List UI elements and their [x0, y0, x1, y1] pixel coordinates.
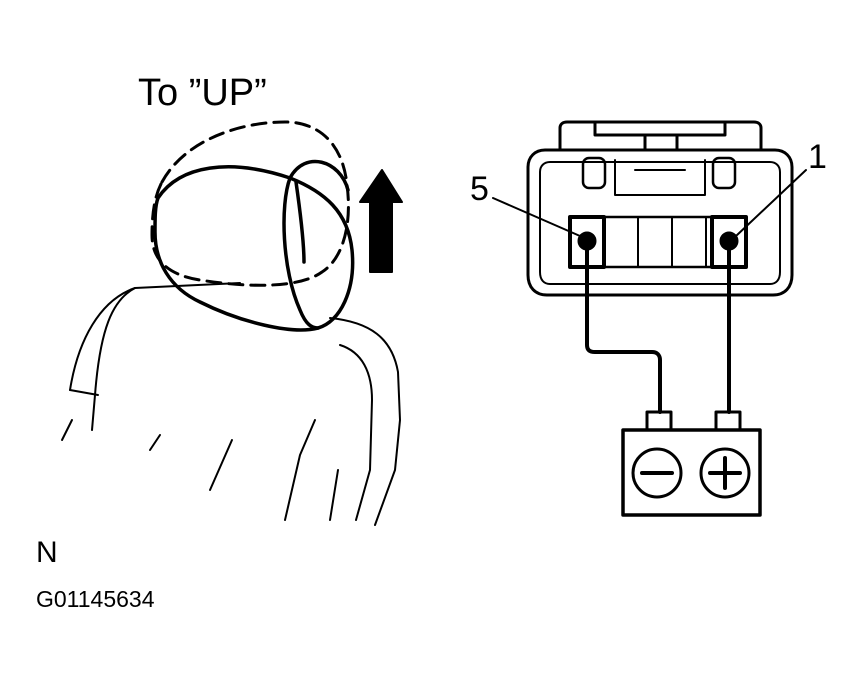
up-arrow-icon	[359, 169, 403, 273]
seat-back	[61, 282, 401, 526]
connector-lock-tab	[558, 120, 763, 152]
connector-body	[526, 148, 794, 297]
connector	[526, 120, 794, 297]
terminal-5-label: 5	[470, 170, 489, 208]
test-leads	[585, 247, 731, 414]
instruction-label: To ”UP”	[138, 72, 267, 114]
leader-line-1	[735, 169, 807, 237]
terminal-1-label: 1	[808, 138, 827, 176]
terminal-1-probe	[719, 231, 739, 251]
lead-negative	[585, 247, 662, 414]
leader-line-5	[492, 197, 581, 237]
battery-terminal-positive	[714, 410, 742, 432]
terminal-5-probe	[577, 231, 597, 251]
figure-code-label: G01145634	[36, 586, 155, 612]
headrest-raised-outline	[150, 120, 350, 287]
battery	[621, 410, 762, 517]
headrest	[153, 159, 355, 332]
minus-icon	[631, 447, 683, 499]
battery-terminal-negative	[645, 410, 673, 432]
battery-body	[621, 428, 762, 517]
plus-icon	[699, 447, 751, 499]
terminal-leader-lines	[492, 169, 807, 237]
corner-mark-label: N	[36, 536, 58, 569]
